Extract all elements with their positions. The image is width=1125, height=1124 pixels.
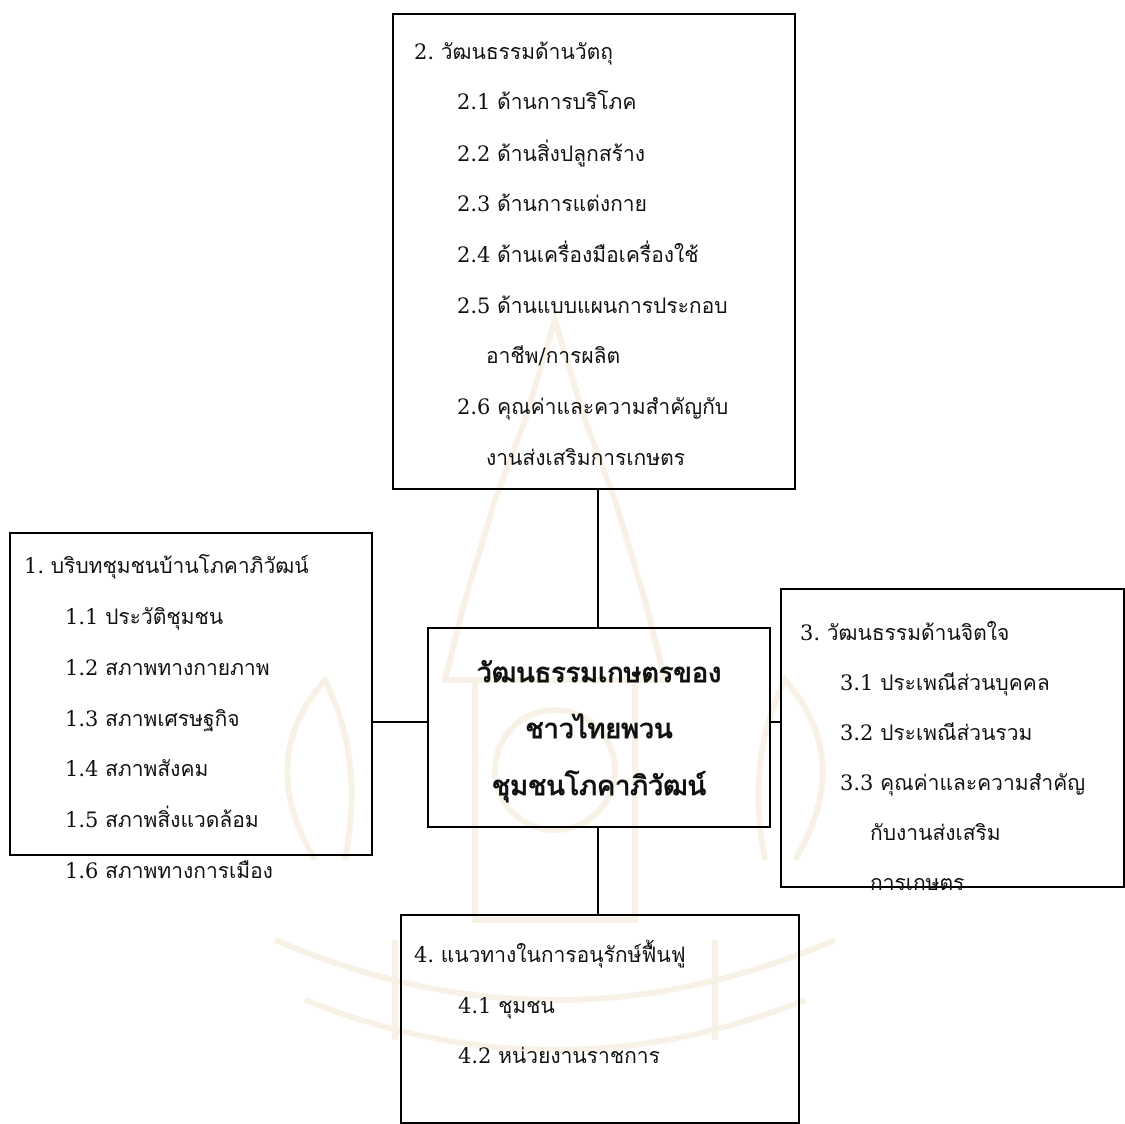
box2-item: 2.4 ด้านเครื่องมือเครื่องใช้	[457, 243, 699, 267]
box2-item: 2.2 ด้านสิ่งปลูกสร้าง	[457, 142, 645, 166]
box2-item: งานส่งเสริมการเกษตร	[486, 446, 686, 470]
connector-left	[371, 721, 428, 723]
box-material-culture	[392, 13, 796, 490]
box2-item: 2.1 ด้านการบริโภค	[457, 90, 637, 114]
box4-item: 4.2 หน่วยงานราชการ	[458, 1044, 660, 1068]
center-box	[427, 627, 771, 828]
box1-item: 1.6 สภาพทางการเมือง	[65, 859, 273, 883]
box1-item: 1.1 ประวัติชุมชน	[65, 605, 224, 629]
box2-item: 2.3 ด้านการแต่งกาย	[457, 192, 647, 216]
box1-item: 1.2 สภาพทางกายภาพ	[65, 656, 270, 680]
box3-item: กับงานส่งเสริม	[870, 821, 1001, 845]
box-community-context	[9, 532, 373, 856]
box2-item: 2.5 ด้านแบบแผนการประกอบ	[457, 294, 728, 318]
box1-item: 1.4 สภาพสังคม	[65, 757, 209, 781]
connector-bottom	[597, 826, 599, 916]
box-spiritual-culture	[780, 588, 1125, 888]
box3-item: 3.2 ประเพณีส่วนรวม	[840, 721, 1033, 745]
box4-item: 4.1 ชุมชน	[458, 994, 555, 1018]
connector-right	[770, 721, 781, 723]
center-title-line1: วัฒนธรรมเกษตรของ	[476, 658, 722, 689]
box3-item: 3.1 ประเพณีส่วนบุคคล	[840, 671, 1050, 695]
box1-title: 1. บริบทชุมชนบ้านโภคาภิวัฒน์	[24, 554, 309, 578]
center-title-line3: ชุมชนโภคาภิวัฒน์	[491, 771, 707, 802]
box3-title: 3. วัฒนธรรมด้านจิตใจ	[800, 621, 1010, 645]
box2-title: 2. วัฒนธรรมด้านวัตถุ	[414, 40, 613, 64]
box2-item: 2.6 คุณค่าและความสำคัญกับ	[457, 395, 729, 419]
box3-item: 3.3 คุณค่าและความสำคัญ	[840, 771, 1086, 795]
connector-top	[597, 488, 599, 629]
box2-item: อาชีพ/การผลิต	[486, 344, 621, 368]
university-seal-watermark	[273, 309, 837, 1053]
box4-title: 4. แนวทางในการอนุรักษ์ฟื้นฟู	[414, 943, 686, 967]
box1-item: 1.3 สภาพเศรษฐกิจ	[65, 707, 240, 731]
box1-item: 1.5 สภาพสิ่งแวดล้อม	[65, 808, 259, 832]
box3-item: การเกษตร	[870, 871, 965, 895]
center-title-line2: ชาวไทยพวน	[525, 714, 673, 745]
